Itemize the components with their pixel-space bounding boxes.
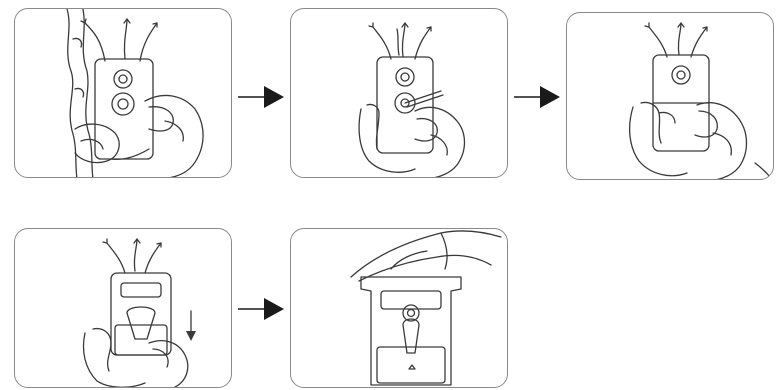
step-2-illustration — [291, 9, 508, 178]
step-4-panel — [14, 228, 232, 388]
arrow-right-icon — [514, 84, 562, 110]
step-2-panel — [290, 8, 508, 178]
arrow-right-icon — [238, 84, 286, 110]
step-5-illustration — [291, 229, 508, 388]
step-5-panel — [290, 228, 508, 388]
step-3-illustration — [567, 13, 774, 180]
step-3-panel — [566, 12, 774, 180]
step-1-panel — [14, 8, 232, 178]
step-1-illustration — [15, 9, 232, 178]
step-4-illustration — [15, 229, 232, 388]
arrow-right-icon — [238, 296, 286, 322]
